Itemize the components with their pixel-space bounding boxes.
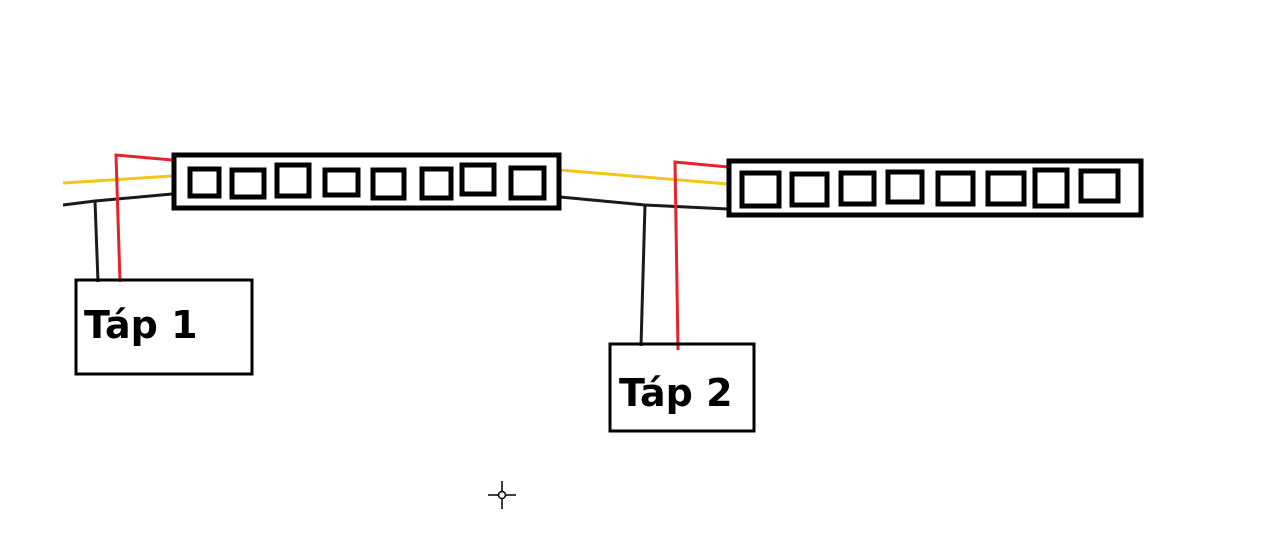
socket — [370, 167, 407, 201]
power-strip-1 — [171, 152, 562, 211]
socket — [739, 170, 782, 209]
socket — [508, 165, 547, 201]
socket — [985, 170, 1027, 207]
power-strip-2 — [726, 158, 1144, 218]
crosshair-cursor-icon — [488, 481, 516, 509]
label-tap-1: Táp 1 — [84, 303, 198, 347]
red-wire-left — [114, 153, 173, 283]
socket — [322, 167, 361, 198]
strip-2-body — [726, 158, 1144, 218]
socket — [789, 171, 830, 208]
socket — [1032, 167, 1070, 209]
wires-middle — [559, 160, 729, 351]
strip-1-body — [171, 152, 562, 211]
socket — [187, 166, 222, 199]
socket — [1078, 168, 1121, 204]
black-drop-wire-left — [93, 200, 100, 283]
socket — [274, 162, 312, 199]
label-tap-2: Táp 2 — [619, 371, 733, 415]
yellow-wire-middle — [559, 168, 729, 186]
wires-left — [62, 153, 173, 283]
socket — [838, 170, 877, 207]
box-tap-1 — [74, 278, 254, 376]
box-tap-2 — [608, 342, 756, 433]
socket — [419, 166, 454, 201]
socket — [229, 167, 267, 200]
socket — [885, 169, 925, 205]
black-drop-wire-middle — [639, 204, 647, 347]
red-wire-middle — [673, 160, 729, 351]
socket — [935, 170, 976, 207]
socket — [459, 162, 497, 197]
